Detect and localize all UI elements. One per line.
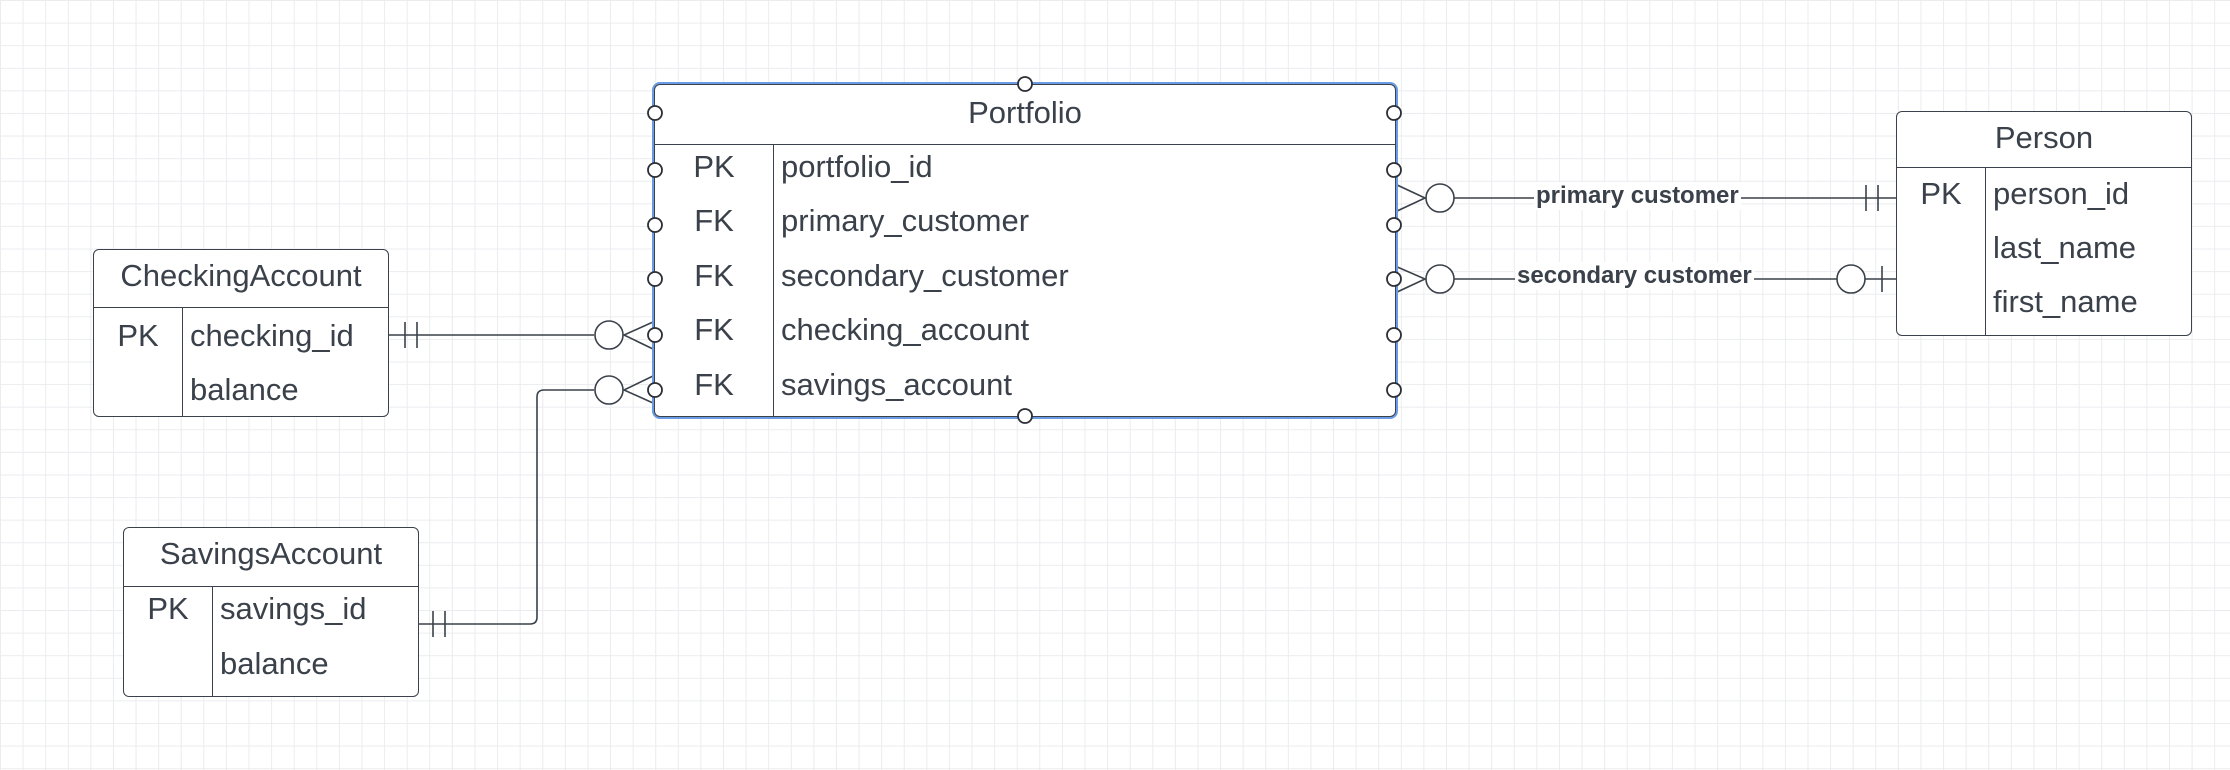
relationship-label-secondary[interactable]: secondary customer	[1515, 262, 1754, 290]
connector-secondary-customer	[1394, 264, 1896, 294]
entity-portfolio[interactable]: Portfolio PK portfolio_id FK primary_cus…	[654, 84, 1396, 417]
connection-handle	[647, 105, 663, 121]
field-balance: balance	[220, 646, 329, 681]
field-primary-customer: primary_customer	[781, 203, 1030, 238]
key-badge: FK	[694, 203, 734, 238]
key-badge: FK	[694, 312, 734, 347]
field-first-name: first_name	[1993, 284, 2138, 319]
key-badge: PK	[147, 591, 189, 626]
field-person-id: person_id	[1993, 176, 2130, 211]
connector-checking-account	[389, 320, 654, 350]
connection-handle	[647, 217, 663, 233]
connection-handle	[1386, 105, 1402, 121]
key-column-divider	[182, 308, 183, 416]
connection-handle	[1017, 408, 1033, 424]
field-portfolio-id: portfolio_id	[781, 149, 933, 184]
entity-title: Person	[1897, 112, 2191, 168]
field-checking-account: checking_account	[781, 312, 1030, 347]
field-balance: balance	[190, 372, 299, 407]
key-badge: FK	[694, 367, 734, 402]
connection-handle	[1386, 217, 1402, 233]
connection-handle	[1386, 382, 1402, 398]
connection-handle	[647, 162, 663, 178]
field-secondary-customer: secondary_customer	[781, 258, 1069, 293]
key-column-divider	[1985, 168, 1986, 335]
connection-handle	[647, 271, 663, 287]
connection-handle	[647, 382, 663, 398]
connection-handle	[647, 327, 663, 343]
connection-handle	[1017, 76, 1033, 92]
connection-handle	[1386, 162, 1402, 178]
key-column-divider	[773, 145, 774, 416]
key-badge: PK	[1920, 176, 1962, 211]
entity-person[interactable]: Person PK person_id last_name first_name	[1896, 111, 2192, 336]
key-badge: PK	[693, 149, 735, 184]
key-badge: PK	[117, 318, 159, 353]
field-checking-id: checking_id	[190, 318, 354, 353]
connector-savings-account	[419, 375, 654, 637]
entity-checking-account[interactable]: CheckingAccount PK checking_id balance	[93, 249, 389, 417]
key-column-divider	[212, 587, 213, 696]
entity-savings-account[interactable]: SavingsAccount PK savings_id balance	[123, 527, 419, 697]
connection-handle	[1386, 271, 1402, 287]
entity-title: SavingsAccount	[124, 528, 418, 587]
entity-title: CheckingAccount	[94, 250, 388, 308]
entity-title: Portfolio	[655, 85, 1395, 145]
field-savings-account: savings_account	[781, 367, 1012, 402]
connection-handle	[1386, 327, 1402, 343]
relationship-label-primary[interactable]: primary customer	[1534, 182, 1741, 210]
key-badge: FK	[694, 258, 734, 293]
field-savings-id: savings_id	[220, 591, 367, 626]
field-last-name: last_name	[1993, 230, 2137, 265]
